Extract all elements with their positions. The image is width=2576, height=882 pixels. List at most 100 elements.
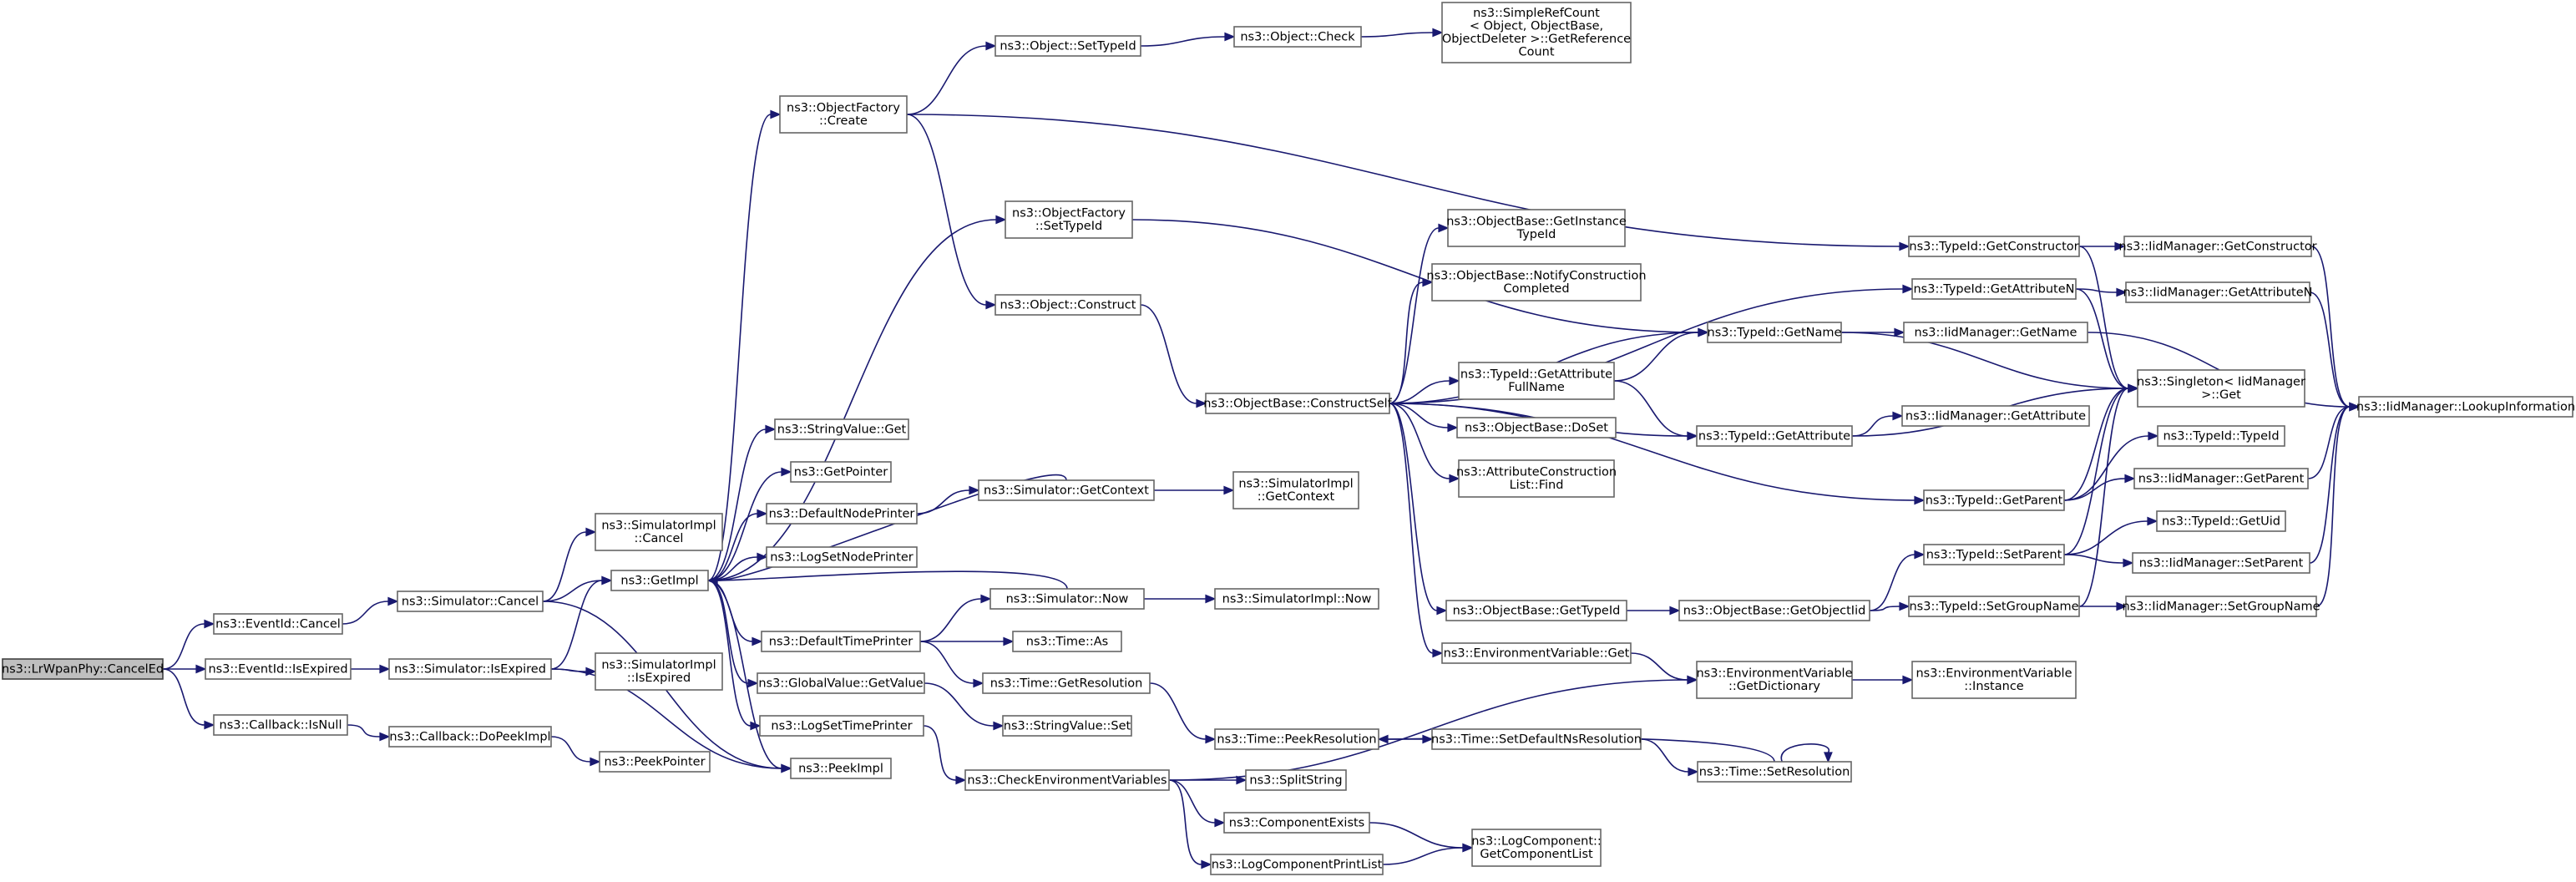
node-getimpl[interactable]: ns3::GetImpl: [610, 570, 709, 591]
node-splitstring[interactable]: ns3::SplitString: [1245, 769, 1347, 791]
node-callback-isnull[interactable]: ns3::Callback::IsNull: [213, 714, 348, 736]
node-object-settypeid[interactable]: ns3::Object::SetTypeId: [994, 35, 1141, 57]
node-box: [1911, 278, 2077, 300]
node-objectfactory-create[interactable]: ns3::ObjectFactory::Create: [779, 95, 908, 134]
node-iidmanager-setparent[interactable]: ns3::IidManager::SetParent: [2132, 552, 2310, 574]
node-simimpl-now[interactable]: ns3::SimulatorImpl::Now: [1214, 588, 1379, 610]
node-componentexists[interactable]: ns3::ComponentExists: [1223, 812, 1370, 834]
edge-objbase-getobjectiid-to-typeid-setparent: [1869, 550, 1926, 611]
node-label: ns3::AttributeConstruction: [1456, 466, 1617, 479]
node-time-setresolution[interactable]: ns3::Time::SetResolution: [1697, 761, 1852, 783]
node-typeid-getname[interactable]: ns3::TypeId::GetName: [1707, 322, 1842, 343]
edge-line: [1869, 606, 1900, 611]
node-label: ns3::TypeId::GetAttributeN: [1913, 282, 2074, 296]
node-logsettimeprinter[interactable]: ns3::LogSetTimePrinter: [759, 715, 924, 737]
node-objbase-gettypeid[interactable]: ns3::ObjectBase::GetTypeId: [1445, 600, 1627, 621]
node-iidmanager-lookupinformation[interactable]: ns3::IidManager::LookupInformation: [2356, 396, 2575, 418]
node-object-check[interactable]: ns3::Object::Check: [1233, 26, 1362, 48]
edge-objbase-constructself-to-objbase-notifyconstruction: [1389, 277, 1434, 404]
edge-arrowhead: [1438, 223, 1450, 233]
node-typeid-getattributen[interactable]: ns3::TypeId::GetAttributeN: [1911, 278, 2077, 300]
node-singleton-get[interactable]: ns3::Singleton< IidManager >::Get: [2137, 369, 2305, 408]
node-iidmanager-getparent[interactable]: ns3::IidManager::GetParent: [2133, 468, 2309, 489]
edge-line: [550, 736, 591, 763]
edge-objectfactory-create-to-typeid-getconstructor: [906, 114, 1910, 251]
node-typeid-getuid[interactable]: ns3::TypeId::GetUid: [2156, 510, 2286, 532]
edge-objbase-constructself-to-objbase-gettypeid: [1389, 403, 1448, 616]
node-label: ns3::TypeId::GetParent: [1926, 494, 2063, 507]
node-defaultnodeprinter[interactable]: ns3::DefaultNodePrinter: [766, 503, 918, 525]
node-iidmanager-setgroupname[interactable]: ns3::IidManager::SetGroupName: [2122, 596, 2320, 617]
node-envvar-getdictionary[interactable]: ns3::EnvironmentVariable::GetDictionary: [1696, 661, 1853, 699]
node-typeid-getconstructor[interactable]: ns3::TypeId::GetConstructor: [1908, 236, 2080, 257]
edge-line: [162, 623, 205, 670]
node-objbase-getobjectiid[interactable]: ns3::ObjectBase::GetObjectIid: [1678, 600, 1870, 621]
node-eventid-isexpired[interactable]: ns3::EventId::IsExpired: [205, 658, 352, 680]
node-box: [994, 35, 1141, 57]
node-logcomponent-getcomponentlist[interactable]: ns3::LogComponent::GetComponentList: [1471, 829, 1602, 867]
node-time-setdefaultnsresolution[interactable]: ns3::Time::SetDefaultNsResolution: [1431, 728, 1642, 750]
node-label: ::Cancel: [635, 532, 684, 545]
node-sim-cancel[interactable]: ns3::Simulator::Cancel: [397, 591, 544, 612]
node-stringvalue-get[interactable]: ns3::StringValue::Get: [774, 418, 909, 440]
node-envvar-get[interactable]: ns3::EnvironmentVariable::Get: [1441, 642, 1632, 664]
node-box: [757, 672, 925, 694]
node-iidmanager-getname[interactable]: ns3::IidManager::GetName: [1903, 322, 2088, 343]
node-simimpl-cancel[interactable]: ns3::SimulatorImpl::Cancel: [595, 513, 723, 551]
node-peekpointer[interactable]: ns3::PeekPointer: [599, 751, 711, 773]
node-typeid-typeid[interactable]: ns3::TypeId::TypeId: [2157, 425, 2285, 447]
node-box: [2157, 425, 2285, 447]
node-envvar-instance[interactable]: ns3::EnvironmentVariable::Instance: [1911, 661, 2077, 699]
node-time-getresolution[interactable]: ns3::Time::GetResolution: [982, 672, 1151, 694]
edge-arrowhead: [1205, 594, 1217, 604]
node-logcomponentprintlist[interactable]: ns3::LogComponentPrintList: [1210, 854, 1384, 875]
node-objectfactory-settypeid[interactable]: ns3::ObjectFactory::SetTypeId: [1005, 200, 1133, 239]
node-label: ns3::TypeId::SetGroupName: [1909, 600, 2078, 613]
node-typeid-setgroupname[interactable]: ns3::TypeId::SetGroupName: [1908, 596, 2080, 617]
node-cancel-ed[interactable]: ns3::LrWpanPhy::CancelEd: [2, 658, 164, 680]
node-iidmanager-getattribute[interactable]: ns3::IidManager::GetAttribute: [1901, 405, 2090, 427]
edge-typeid-getattributefullname-to-typeid-getname: [1613, 327, 1709, 382]
edge-eventid-cancel-to-sim-cancel: [342, 596, 399, 625]
edge-line: [919, 598, 982, 642]
node-sim-now[interactable]: ns3::Simulator::Now: [989, 588, 1145, 610]
node-globalvalue-getvalue[interactable]: ns3::GlobalValue::GetValue: [757, 672, 925, 694]
node-typeid-setparent[interactable]: ns3::TypeId::SetParent: [1923, 544, 2065, 565]
node-time-peekresolution[interactable]: ns3::Time::PeekResolution: [1214, 728, 1379, 750]
edge-line: [2063, 435, 2149, 501]
node-defaulttimeprinter[interactable]: ns3::DefaultTimePrinter: [761, 631, 921, 652]
edge-arrowhead: [379, 732, 391, 742]
node-stringvalue-set[interactable]: ns3::StringValue::Set: [1002, 715, 1132, 737]
node-typeid-getattribute[interactable]: ns3::TypeId::GetAttribute: [1696, 425, 1853, 447]
node-label: ns3::IidManager::LookupInformation: [2356, 400, 2575, 413]
node-label: ns3::PeekImpl: [798, 762, 883, 775]
node-sim-getcontext[interactable]: ns3::Simulator::GetContext: [978, 479, 1155, 501]
node-callback-dopeekimpl[interactable]: ns3::Callback::DoPeekImpl: [388, 726, 552, 748]
node-simplerefcount[interactable]: ns3::SimpleRefCount< Object, ObjectBase,…: [1441, 2, 1632, 63]
edge-line: [2309, 406, 2351, 564]
node-objbase-doset[interactable]: ns3::ObjectBase::DoSet: [1456, 417, 1617, 438]
node-label: ns3::SimpleRefCount: [1473, 7, 1600, 20]
node-typeid-getparent[interactable]: ns3::TypeId::GetParent: [1923, 489, 2065, 511]
node-iidmanager-getconstructor[interactable]: ns3::IidManager::GetConstructor: [2118, 236, 2317, 257]
node-label: ns3::IidManager::GetAttributeN: [2123, 286, 2312, 299]
edge-line: [2307, 406, 2351, 479]
node-time-as[interactable]: ns3::Time::As: [1012, 631, 1122, 652]
edge-arrowhead: [757, 552, 768, 562]
node-object-construct[interactable]: ns3::Object::Construct: [994, 294, 1141, 316]
node-simimpl-getcontext[interactable]: ns3::SimulatorImpl::GetContext: [1232, 471, 1359, 509]
node-getpointer[interactable]: ns3::GetPointer: [790, 461, 892, 483]
node-objbase-constructself[interactable]: ns3::ObjectBase::ConstructSelf: [1203, 393, 1393, 414]
node-iidmanager-getattributen[interactable]: ns3::IidManager::GetAttributeN: [2123, 281, 2313, 303]
node-objbase-notifyconstruction[interactable]: ns3::ObjectBase::NotifyConstructionCompl…: [1426, 263, 1647, 302]
node-logsetnodeprinter[interactable]: ns3::LogSetNodePrinter: [766, 546, 918, 568]
node-eventid-cancel[interactable]: ns3::EventId::Cancel: [213, 613, 343, 635]
edge-objbase-getobjectiid-to-typeid-setgroupname: [1869, 601, 1910, 611]
node-sim-isexpired[interactable]: ns3::Simulator::IsExpired: [388, 658, 552, 680]
node-simimpl-isexpired[interactable]: ns3::SimulatorImpl::IsExpired: [595, 652, 723, 691]
node-checkenvvars[interactable]: ns3::CheckEnvironmentVariables: [964, 769, 1170, 791]
node-peekimpl[interactable]: ns3::PeekImpl: [790, 758, 892, 779]
